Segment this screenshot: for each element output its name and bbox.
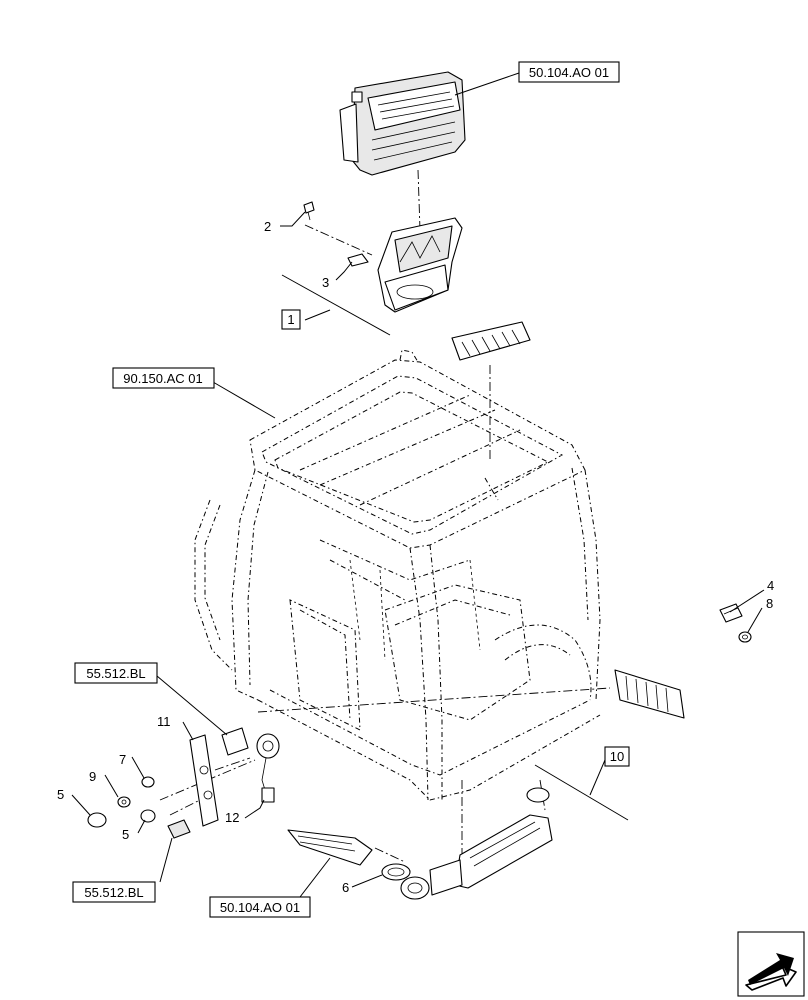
callout-10: 10 [604,746,630,767]
callout-2: 2 [264,219,271,234]
svg-text:90.150.AC 01: 90.150.AC 01 [123,371,203,386]
vent-grille-right [614,669,685,719]
washer [738,631,752,643]
callout-3: 3 [322,275,329,290]
knob-cap-lower [140,809,156,823]
ref-box-air-outlet-bottom[interactable]: 50.104.AO 01 [209,896,311,918]
svg-text:50.104.AO 01: 50.104.AO 01 [220,900,300,915]
nut [117,796,131,808]
next-page-arrow-icon[interactable] [737,931,805,997]
callout-9: 9 [89,769,96,784]
toggle-switch [167,819,191,839]
gasket-ring [381,863,411,881]
rotary-knob-with-harness [256,733,280,803]
screw [303,201,315,221]
svg-text:10: 10 [610,749,624,764]
ref-box-air-outlet-top[interactable]: 50.104.AO 01 [518,61,620,83]
callout-1: 1 [281,309,301,330]
switch-connector [221,727,249,756]
lower-air-outlet [287,829,373,866]
svg-text:55.512.BL: 55.512.BL [84,885,143,900]
svg-text:55.512.BL: 55.512.BL [86,666,145,681]
callout-8: 8 [766,596,773,611]
callout-6: 6 [342,880,349,895]
upper-air-duct-housing [339,71,466,176]
lower-air-duct [400,787,553,900]
upper-duct-assembly [377,217,463,313]
fastener-bolt [719,603,743,623]
callout-7: 7 [119,752,126,767]
callout-12: 12 [225,810,239,825]
ref-box-cab-frame[interactable]: 90.150.AC 01 [112,367,215,389]
cab-frame [194,349,601,801]
knob-cap-upper [141,776,155,788]
assembly-center-lines [159,169,611,863]
callout-5b: 5 [122,827,129,842]
vent-grille-upper [451,321,531,361]
callout-5a: 5 [57,787,64,802]
ref-box-switch-lower[interactable]: 55.512.BL [72,881,156,903]
callout-4: 4 [767,578,774,593]
clip [347,253,369,267]
switch-panel [189,734,219,827]
callout-11: 11 [157,714,171,729]
ref-box-switch-panel[interactable]: 55.512.BL [74,662,158,684]
leader-lines [71,72,765,898]
knob-cap-left [87,812,107,828]
svg-text:50.104.AO 01: 50.104.AO 01 [529,65,609,80]
svg-text:1: 1 [287,312,294,327]
